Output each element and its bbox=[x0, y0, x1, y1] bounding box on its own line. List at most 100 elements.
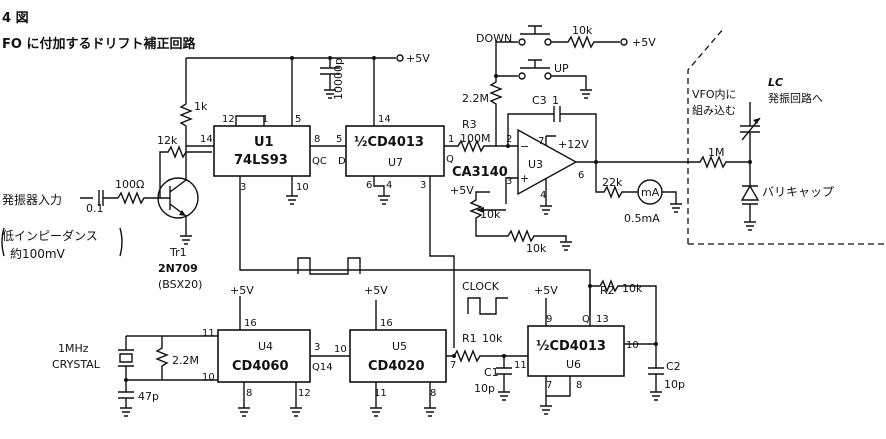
down-switch[interactable] bbox=[520, 25, 550, 35]
updown-switches: 2.2M DOWN 10k +5V UP bbox=[462, 24, 656, 146]
tr-part-label: 2N709 bbox=[158, 262, 198, 275]
svg-text:11: 11 bbox=[202, 328, 215, 339]
r3-label: R3 bbox=[462, 118, 477, 131]
svg-text:10: 10 bbox=[296, 182, 309, 193]
u7-d: D bbox=[338, 156, 346, 167]
u3-ref: U3 bbox=[528, 158, 543, 171]
svg-text:12: 12 bbox=[298, 388, 311, 399]
meter-label: mA bbox=[641, 186, 660, 199]
r-10k-sw-label: 10k bbox=[572, 24, 593, 37]
svg-text:3: 3 bbox=[240, 182, 246, 193]
chip-u6-cd4013: +5V 9 13 11 7 8 10 ½CD4013 U6 Q R2 10k C… bbox=[514, 279, 685, 415]
c-0-1-label: 0.1 bbox=[86, 202, 104, 215]
transistor-leads bbox=[160, 166, 187, 236]
u5-part: CD4020 bbox=[368, 359, 425, 374]
u5-ref: U5 bbox=[392, 340, 407, 353]
u3-body bbox=[517, 128, 578, 196]
u7-body bbox=[345, 125, 445, 177]
svg-text:−: − bbox=[520, 140, 529, 153]
clock-label: CLOCK bbox=[462, 280, 500, 293]
u1-top-pins bbox=[235, 58, 293, 126]
r-2-2m-wiring bbox=[489, 41, 518, 146]
u1-ground bbox=[286, 176, 298, 205]
svg-text:+: + bbox=[520, 172, 529, 185]
vfo-note-1: VFO内に bbox=[692, 87, 737, 101]
svg-text:16: 16 bbox=[380, 318, 393, 329]
xtal-type-label: CRYSTAL bbox=[52, 358, 101, 371]
vfo-note-2: 組み込む bbox=[692, 104, 736, 117]
r-22k-label: 22k bbox=[602, 176, 623, 189]
c-47p-label: 47p bbox=[138, 390, 159, 403]
r-100-label: 100Ω bbox=[115, 178, 144, 191]
c-10000p bbox=[320, 58, 340, 99]
u1-qc: QC bbox=[312, 156, 327, 167]
r-10k-fb-label: 10k bbox=[526, 242, 547, 255]
r-2-2m-label: 2.2M bbox=[462, 92, 489, 105]
svg-text:14: 14 bbox=[378, 114, 391, 125]
r3-wiring bbox=[444, 139, 518, 153]
u3-part: CA3140 bbox=[452, 165, 508, 180]
u6-body bbox=[527, 325, 625, 377]
lc-note: 発振回路へ bbox=[768, 91, 823, 105]
svg-text:7: 7 bbox=[450, 360, 456, 371]
svg-text:8: 8 bbox=[314, 134, 320, 145]
v-5-op-label: +5V bbox=[450, 184, 474, 197]
c3-feedback bbox=[507, 106, 597, 162]
svg-text:7: 7 bbox=[546, 380, 552, 391]
c1-label: C1 bbox=[484, 366, 499, 379]
output-section: 22k mA 0.5mA 1M VFO内に 組み込む LC 発振回路へ バリキャ… bbox=[595, 27, 886, 245]
transistor-ground bbox=[180, 235, 192, 245]
svg-text:8: 8 bbox=[246, 388, 252, 399]
svg-text:8: 8 bbox=[576, 380, 582, 391]
svg-text:10: 10 bbox=[626, 340, 639, 351]
r1-label: R1 bbox=[462, 332, 477, 345]
r-12k-label: 12k bbox=[157, 134, 178, 147]
tr-alt-label: (BSX20) bbox=[158, 278, 202, 291]
r-2-2m-xtal-label: 2.2M bbox=[172, 354, 199, 367]
input-note-impedance: 低インピーダンス bbox=[2, 228, 98, 243]
svg-text:5: 5 bbox=[295, 114, 301, 125]
xtal-wiring bbox=[118, 335, 218, 381]
input-note-level: 約100mV bbox=[10, 246, 66, 261]
u6-q: Q bbox=[582, 314, 590, 325]
svg-text:6: 6 bbox=[578, 170, 584, 181]
u7-q: Q bbox=[446, 154, 454, 165]
svg-text:6: 6 bbox=[366, 180, 372, 191]
figure-title: FO に付加するドリフト補正回路 bbox=[2, 36, 196, 52]
up-switch[interactable] bbox=[520, 59, 550, 69]
chip-u7-cd4013: 14 1 5 6 4 3 ½CD4013 U7 D Q bbox=[310, 58, 455, 348]
u1-part: 74LS93 bbox=[234, 153, 288, 168]
top-rail: +5V 10000p bbox=[186, 52, 430, 100]
varicap-network bbox=[740, 102, 761, 231]
r-12k-wiring bbox=[159, 145, 212, 198]
top-rail-terminal bbox=[396, 54, 404, 62]
svg-text:3: 3 bbox=[506, 176, 512, 187]
svg-text:10: 10 bbox=[202, 372, 215, 383]
r-10k-pot-label: 10k bbox=[480, 208, 501, 221]
tr-ref-label: Tr1 bbox=[169, 246, 187, 259]
u4-q14: Q14 bbox=[312, 362, 333, 373]
u4-body bbox=[217, 329, 311, 383]
v-12-label: +12V bbox=[558, 138, 589, 151]
chip-u4-cd4060: +5V 16 11 10 8 12 3 U4 CD4060 Q14 bbox=[202, 284, 333, 417]
u3-ground bbox=[540, 178, 552, 215]
u1-body bbox=[213, 125, 311, 177]
transistor-emitter-arrow bbox=[179, 210, 186, 216]
v-5-sw-label: +5V bbox=[632, 36, 656, 49]
input-label: 発振器入力 bbox=[2, 193, 62, 207]
clock-pulse-symbol bbox=[467, 297, 508, 315]
vfo-boundary bbox=[687, 27, 725, 244]
svg-text:7: 7 bbox=[538, 136, 544, 147]
u7-part: ½CD4013 bbox=[354, 135, 424, 150]
u7-ground bbox=[373, 176, 390, 205]
up-label: UP bbox=[554, 62, 569, 75]
input-note-bracket bbox=[1, 227, 123, 257]
xtal-freq-label: 1MHz bbox=[58, 342, 89, 355]
svg-text:2: 2 bbox=[506, 134, 512, 145]
u6-part: ½CD4013 bbox=[536, 339, 606, 354]
c2-label: C2 bbox=[666, 360, 681, 373]
pulse-symbol bbox=[297, 257, 361, 275]
svg-text:3: 3 bbox=[420, 180, 426, 191]
svg-text:11: 11 bbox=[514, 360, 527, 371]
